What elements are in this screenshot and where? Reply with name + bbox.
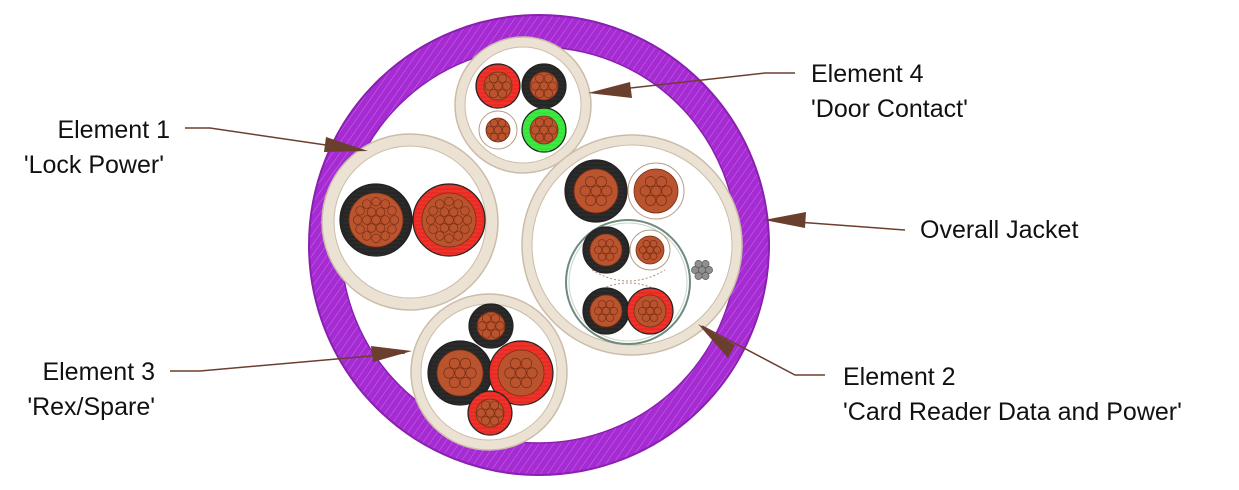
element3-leader	[170, 352, 406, 372]
copper-strands	[497, 349, 545, 397]
copper-strands	[436, 349, 484, 397]
copper-strands	[633, 294, 667, 328]
conductors	[339, 63, 713, 436]
element2-arrowhead	[698, 324, 735, 358]
element1-label-line1: Element 1	[57, 116, 170, 144]
copper-strands	[475, 398, 505, 428]
copper-strands	[573, 168, 619, 214]
element4-leader	[594, 72, 795, 93]
copper-strands	[483, 71, 513, 101]
cable-cross-section	[308, 14, 770, 476]
labels: Element 4 'Door Contact' Element 1 'Lock…	[24, 60, 1182, 426]
copper-strands	[485, 117, 511, 143]
element2-label-line2: 'Card Reader Data and Power'	[843, 398, 1182, 426]
element2-leader	[701, 325, 825, 376]
leader-lines	[170, 72, 906, 376]
copper-strands	[635, 235, 665, 265]
copper-strands	[348, 192, 404, 248]
copper-strands	[529, 71, 559, 101]
pair-shield-inner	[568, 222, 688, 342]
element4-jacket-interior	[464, 46, 582, 164]
element3-label-line1: Element 3	[42, 358, 155, 386]
element4-label-line1: Element 4	[811, 60, 924, 88]
element4-arrowhead	[588, 82, 632, 98]
element3-label-line2: 'Rex/Spare'	[27, 393, 155, 421]
pair-shield	[565, 219, 691, 345]
element2-label-line1: Element 2	[843, 363, 956, 391]
element1-arrowhead	[324, 137, 368, 152]
copper-strands	[529, 115, 559, 145]
pair-twist	[591, 269, 666, 282]
copper-strands	[589, 233, 623, 267]
element3-arrowhead	[371, 346, 412, 362]
copper-strands	[421, 192, 477, 248]
element1-leader	[185, 127, 361, 151]
copper-strands	[589, 294, 623, 328]
overall-jacket-arrowhead	[764, 212, 806, 228]
element1-label-line2: 'Lock Power'	[24, 151, 164, 179]
element4-label-line2: 'Door Contact'	[811, 95, 968, 123]
overall-jacket-label: Overall Jacket	[920, 216, 1078, 244]
drain-wire	[691, 260, 713, 280]
copper-strands	[476, 311, 506, 341]
copper-strands	[633, 168, 679, 214]
